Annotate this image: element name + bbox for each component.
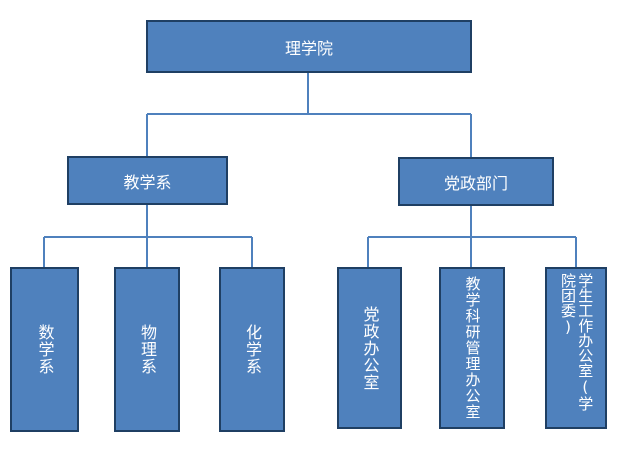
node-root-label: 理学院 [284,38,333,58]
node-physics: 物理系 [114,267,180,432]
node-teaching-dept-label: 教学系 [123,172,172,192]
node-math: 数学系 [10,267,79,432]
node-research-office: 教学科研管理办公室 [439,267,505,429]
node-physics-label: 物理系 [138,324,157,375]
node-root: 理学院 [146,20,472,73]
node-chemistry: 化学系 [219,267,285,432]
node-research-office-label: 教学科研管理办公室 [463,276,482,420]
node-student-office: 学生工作办公室(学院团委) [545,267,607,429]
node-chemistry-label: 化学系 [243,324,262,375]
node-party-dept: 党政部门 [398,157,554,206]
node-teaching-dept: 教学系 [67,156,228,205]
node-student-office-label: 学生工作办公室(学院团委) [559,273,595,411]
node-math-label: 数学系 [35,324,55,375]
node-party-office: 党政办公室 [337,267,402,429]
node-party-office-label: 党政办公室 [360,305,380,391]
node-party-dept-label: 党政部门 [443,173,508,193]
